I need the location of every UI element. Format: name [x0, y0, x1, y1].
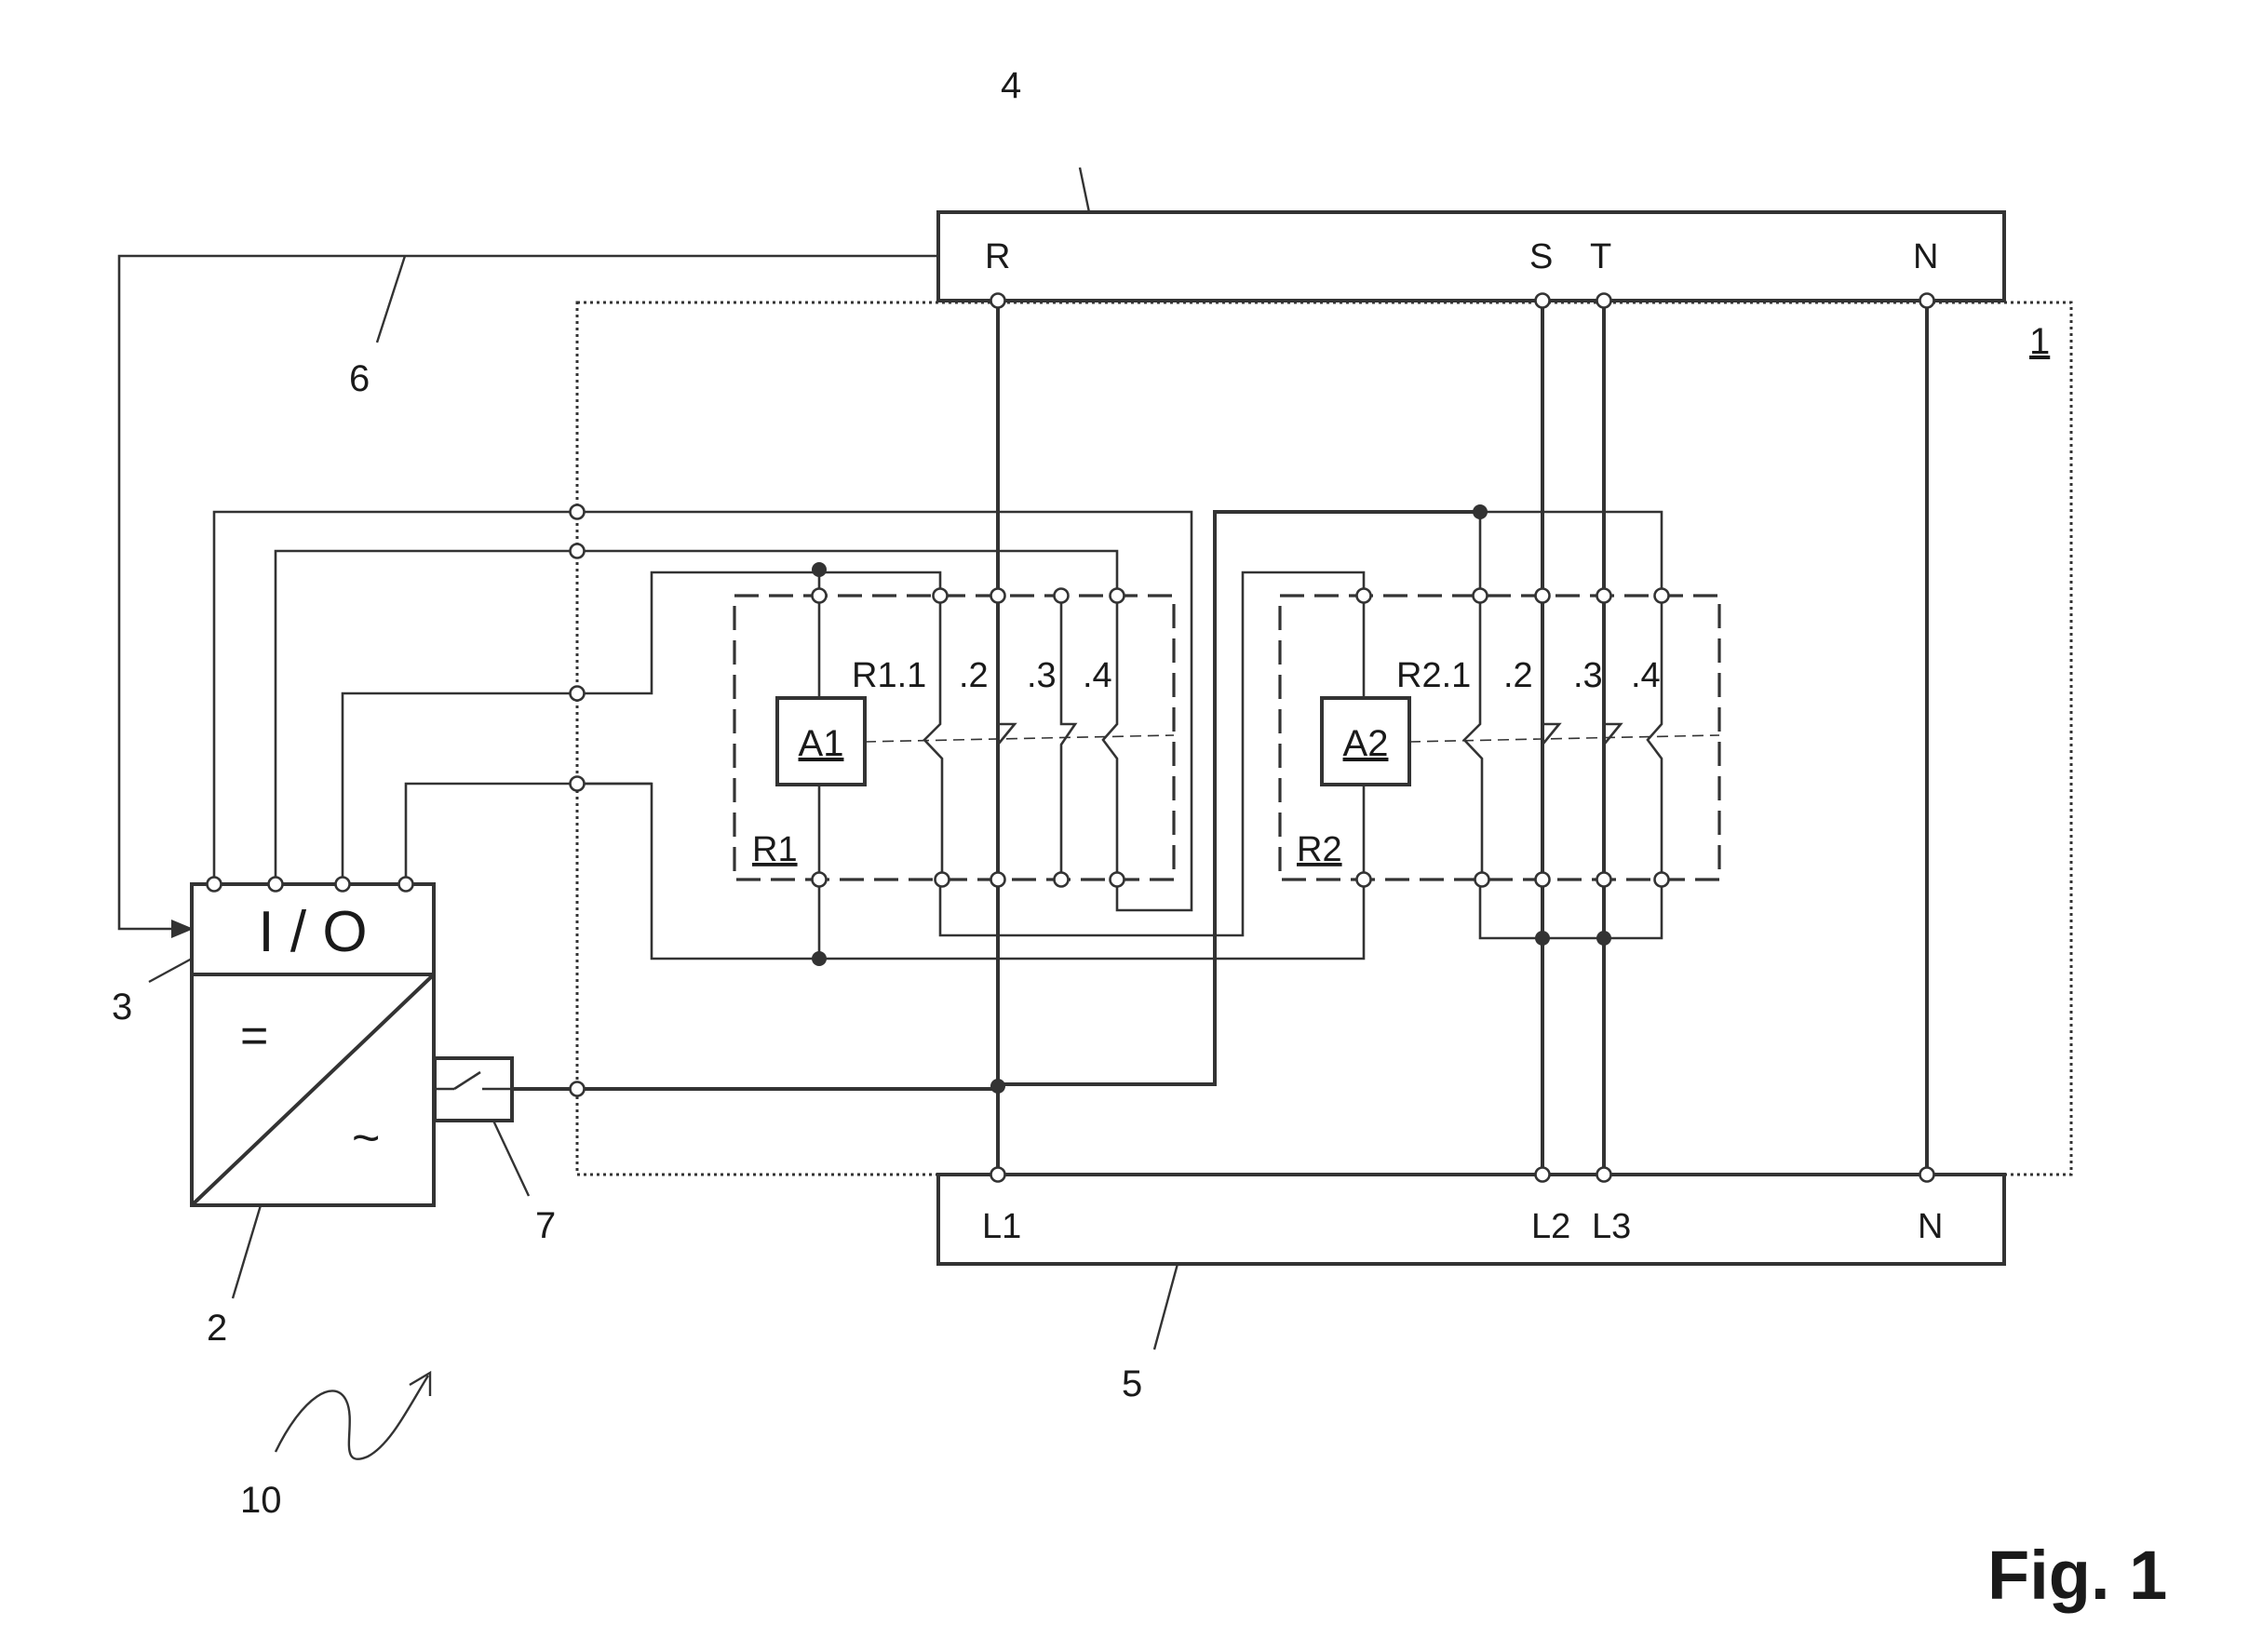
leader-line [231, 1204, 263, 1299]
input-bus-numeral: 4 [1001, 65, 1021, 106]
relay-r1-coil [775, 696, 867, 786]
relay-r1-contact-3-label: .3 [1027, 656, 1057, 695]
output-bus-numeral: 5 [1122, 1363, 1142, 1404]
relay-r2-frame [1278, 594, 1721, 881]
ac-output-wiring [512, 510, 1480, 1091]
relay-r2: A2 R2 R2.1 .2 .3 .4 [1278, 510, 1721, 940]
relay-r1-contact-2-label: .2 [959, 656, 989, 695]
relay-r1-frame [733, 594, 1176, 881]
junctions [812, 504, 1611, 1094]
input-terminal-r: R [985, 237, 1010, 276]
relay-r1: A1 R1 R1.1 .2 .3 .4 [733, 570, 1176, 959]
output-switch: 7 [433, 1056, 577, 1246]
leader-line [1152, 1263, 1179, 1350]
relay-r2-contact-1-label: R2.1 [1396, 656, 1471, 695]
input-terminal-t: T [1590, 237, 1611, 276]
io-numeral: 3 [112, 987, 132, 1027]
signal-line-numeral: 6 [349, 358, 370, 399]
output-bus: L1 L2 L3 N 5 [936, 1173, 2006, 1404]
terminals [206, 292, 1935, 1183]
relay-r1-name: R1 [752, 830, 798, 869]
io-label: I / O [258, 900, 367, 964]
input-terminal-s: S [1529, 237, 1553, 276]
relay-r1-actuator-link [864, 734, 1175, 743]
switch-numeral: 7 [535, 1205, 556, 1246]
ac-symbol: ~ [352, 1111, 380, 1165]
relay-r2-contact-2-label: .2 [1503, 656, 1533, 695]
leader-line [1078, 167, 1091, 213]
leader-line [492, 1120, 531, 1197]
relay-r2-name: R2 [1297, 830, 1342, 869]
output-terminal-l2: L2 [1531, 1207, 1570, 1246]
device-boundary [575, 301, 2073, 1176]
control-wiring [212, 510, 1366, 960]
relay-r1-contact-4-label: .4 [1083, 656, 1112, 695]
system-arrow: 10 [240, 1370, 432, 1521]
system-numeral: 10 [240, 1480, 282, 1521]
relay-r1-coil-label: A1 [799, 723, 844, 764]
relay-r2-contact-4-label: .4 [1631, 656, 1661, 695]
output-terminal-l1: L1 [982, 1207, 1021, 1246]
output-terminal-l3: L3 [1592, 1207, 1631, 1246]
relay-r2-coil [1320, 696, 1411, 786]
relay-r1-contacts [922, 596, 1119, 880]
inverter: I / O = ~ 3 2 [112, 882, 436, 1349]
figure-caption: Fig. 1 [1987, 1537, 2167, 1614]
relay-r2-actuator-link [1408, 734, 1720, 743]
inverter-numeral: 2 [207, 1308, 227, 1349]
signal-line: 6 [117, 254, 938, 938]
input-terminal-n: N [1913, 237, 1938, 276]
relay-r1-contact-1-label: R1.1 [852, 656, 926, 695]
relay-r2-contact-3-label: .3 [1573, 656, 1603, 695]
device-numeral: 1 [2029, 321, 2050, 362]
relay-r2-coil-label: A2 [1343, 723, 1389, 764]
relay-r2-contacts [1462, 596, 1663, 880]
output-terminal-n: N [1918, 1207, 1943, 1246]
leader-line [148, 957, 193, 984]
dc-symbol: = [240, 1009, 268, 1063]
input-bus: R S T N 4 [936, 65, 2006, 302]
